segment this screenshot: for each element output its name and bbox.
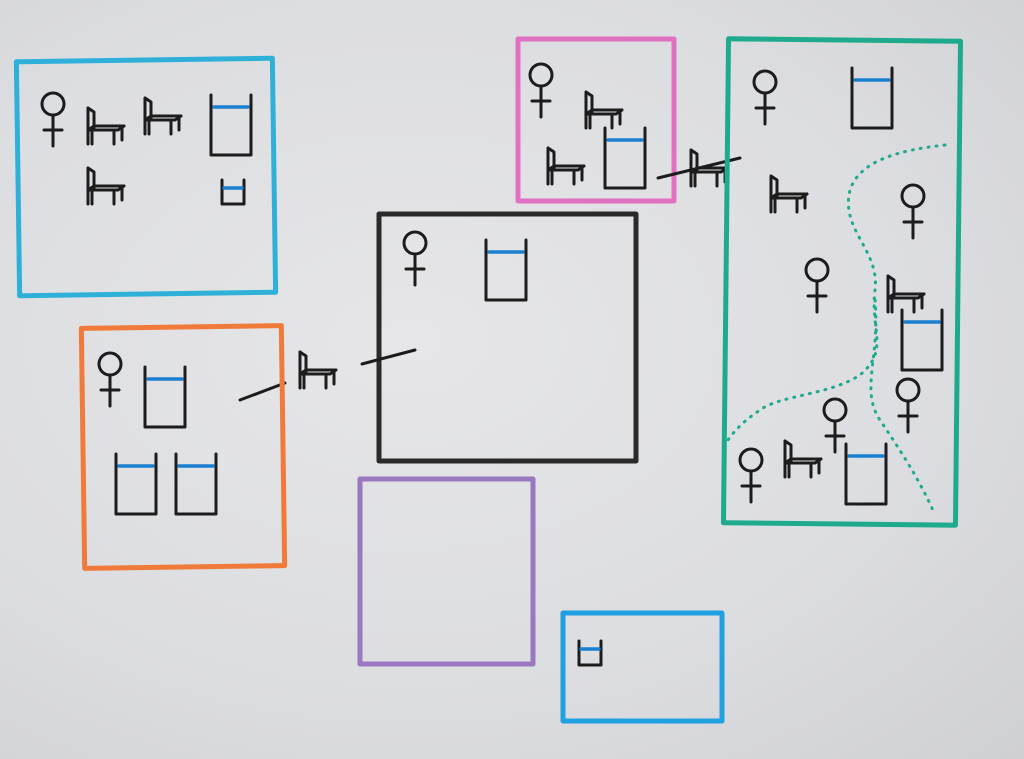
room-border bbox=[720, 36, 964, 528]
cup-icon bbox=[603, 126, 647, 190]
chair-icon bbox=[783, 439, 823, 479]
room-black bbox=[376, 211, 639, 464]
person-icon bbox=[97, 351, 123, 408]
person-icon bbox=[822, 397, 848, 454]
person-icon bbox=[900, 183, 926, 240]
chair-icon bbox=[886, 274, 926, 314]
person-icon bbox=[895, 377, 921, 434]
room-pink bbox=[515, 36, 677, 204]
cup-icon bbox=[114, 452, 158, 516]
room-border bbox=[13, 55, 279, 299]
zone-divider-dotted bbox=[726, 143, 947, 517]
person-icon bbox=[738, 447, 764, 504]
chair-icon bbox=[546, 146, 586, 186]
person-icon bbox=[804, 257, 830, 314]
door-line bbox=[238, 381, 287, 402]
door-orange-black bbox=[238, 348, 417, 402]
room-blue-small bbox=[560, 610, 725, 724]
person-icon bbox=[402, 230, 428, 287]
chair-icon bbox=[689, 148, 729, 188]
room-border bbox=[560, 610, 725, 724]
room-teal bbox=[720, 36, 964, 528]
chair-icon bbox=[584, 90, 624, 130]
cup-icon bbox=[143, 365, 187, 429]
chair-icon bbox=[769, 174, 809, 214]
cup-icon bbox=[900, 308, 944, 372]
chair-icon bbox=[298, 350, 338, 390]
room-border bbox=[515, 36, 677, 204]
chair-icon bbox=[143, 96, 183, 136]
room-border bbox=[357, 476, 536, 667]
person-icon bbox=[40, 91, 66, 148]
chair-icon bbox=[86, 166, 126, 206]
cup-icon bbox=[850, 66, 894, 130]
cup-icon bbox=[209, 93, 253, 157]
door-line bbox=[360, 348, 417, 366]
chair-icon bbox=[86, 106, 126, 146]
cup-small-icon bbox=[577, 639, 603, 667]
cup-icon bbox=[174, 452, 218, 516]
room-purple bbox=[357, 476, 536, 667]
room-border bbox=[78, 323, 288, 571]
room-blue-top-left bbox=[13, 55, 279, 299]
room-border bbox=[376, 211, 639, 464]
cup-icon bbox=[844, 442, 888, 506]
room-orange bbox=[78, 323, 288, 571]
person-icon bbox=[752, 69, 778, 126]
cup-icon bbox=[484, 238, 528, 302]
person-icon bbox=[528, 62, 554, 119]
cup-small-icon bbox=[220, 178, 246, 206]
